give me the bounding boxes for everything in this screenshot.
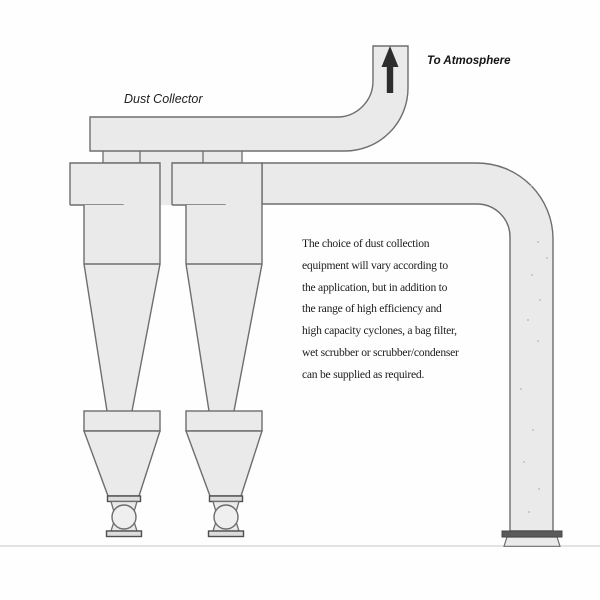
rotary-valve: [213, 504, 239, 530]
cyclone-body: [186, 205, 262, 411]
valve-flange-bottom: [105, 530, 143, 538]
downpipe-base: [501, 530, 563, 547]
body-text: The choice of dust collection equipment …: [302, 233, 487, 386]
body-text-line: high capacity cyclones, a bag filter,: [302, 324, 457, 338]
valve-flange-top: [208, 495, 244, 503]
cyclone-body: [84, 205, 160, 411]
cyclone-inlet-manifold: [102, 149, 243, 164]
inlet-duct-downpipe: [261, 162, 554, 532]
rotary-valve: [111, 504, 137, 530]
interbox-duct-strip: [160, 162, 172, 205]
pipe-speckles: [520, 185, 548, 513]
exhaust-duct: [89, 45, 409, 152]
cyclone-body-outline: [185, 205, 263, 412]
hopper-box: [185, 410, 263, 432]
cyclone-inlet-box: [70, 163, 160, 205]
body-text-line: equipment will vary according to: [302, 258, 448, 272]
body-text-line: The choice of dust collection: [302, 237, 430, 250]
downpipe-flange: [501, 530, 563, 538]
valve-flange-top: [106, 495, 142, 503]
to-atmosphere-label: To Atmosphere: [427, 55, 511, 67]
body-text-line: the application, but in addition to: [302, 280, 448, 294]
cyclone-right: [171, 162, 263, 538]
hopper-box: [83, 410, 161, 432]
valve-flange-bottom: [207, 530, 245, 538]
cyclone-inlet-box: [172, 163, 262, 205]
hopper-cone: [184, 430, 263, 497]
cyclone-body-outline: [83, 205, 161, 412]
body-text-line: the range of high efficiency and: [302, 302, 442, 316]
body-text-line: wet scrubber or scrubber/condenser: [302, 345, 459, 359]
body-text-line: can be supplied as required.: [302, 367, 425, 381]
downpipe-flare: [503, 536, 561, 547]
cyclone-left: [69, 162, 161, 538]
hopper-cone: [82, 430, 161, 497]
dust-collector-label: Dust Collector: [124, 92, 203, 106]
up-arrow-icon: [381, 46, 399, 93]
